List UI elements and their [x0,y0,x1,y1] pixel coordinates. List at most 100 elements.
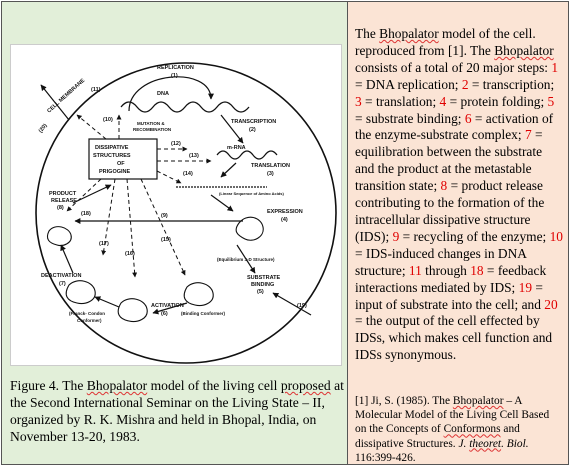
step-number: 11 [408,262,422,278]
description-segment: = protein folding; [446,93,548,109]
description-segment: = feedback interactions mediated by IDS; [355,262,547,295]
description-segment: = transcription; [468,76,555,92]
step-number: 8 [440,178,448,194]
step-8-number: (8) [57,205,64,211]
caption-proposed: proposed [280,378,331,393]
dissipative-structures-box [88,138,158,180]
franck-condon-label-2: Conformer) [77,318,102,323]
step-number: 2 [461,76,469,92]
step-7-number: (7) [59,281,66,287]
expression-label: EXPRESSION [267,209,303,215]
protein-shapes [46,216,264,323]
step-3-number: (3) [267,171,274,177]
replication-arrow [128,76,214,112]
step-number: 20 [544,296,558,312]
label-12: (12) [171,141,181,147]
description-segment: through [421,262,471,278]
activation-arrow [152,302,188,315]
description-segment: = DNA replication; [355,76,462,92]
dissipative-label-3: OF [117,161,125,167]
caption-bhopalator: Bhopalator [86,378,148,393]
step-4-number: (4) [281,217,288,223]
step-number: 10 [549,228,563,244]
step-number: 7 [524,127,532,143]
description-segment: model of the cell. reproduced from [1]. … [355,26,536,58]
reference-segment: . Biol. [501,437,529,450]
label-10: (10) [103,117,113,123]
description-segment: Bhopalator [494,42,554,58]
description-segment: consists of a total of 20 major steps: [355,59,552,75]
step-number: 6 [464,110,472,126]
feedback-arrow-18 [66,178,102,212]
binding-conformer-label: (Binding Conformer) [181,311,225,316]
step-number: 9 [392,228,400,244]
label-16: (16) [125,251,135,257]
mrna-strand [216,150,278,160]
bhopalator-diagram: CELL MEMBRANE (20) REPLICATION (1) DNA (… [10,44,342,366]
step-number: 19 [518,279,533,295]
caption-rest: at the Second International Seminar on t… [10,378,344,444]
release-path-arrow [60,244,74,274]
expression-arrow [210,194,234,212]
step-5-number: (5) [257,289,264,295]
label-15: (15) [161,237,171,243]
feedback-arrow-16 [126,178,138,278]
franck-condon-label: (Franck- Condon [69,311,105,316]
output-arrow-20 [40,84,70,121]
step-number: 4 [439,93,447,109]
reference-segment: – A Molecular Model of the Living Cell B… [355,395,550,436]
reference-segment: 116:399-426. [355,451,416,464]
deactivation-arrow [94,296,120,308]
description-segment: = substrate binding; [355,110,465,126]
translation-label: TRANSLATION [251,163,290,169]
description-segment: = recycling of the enzyme; [399,228,550,244]
label-19: (19) [297,303,307,309]
step-6-number: (6) [161,311,168,317]
feedback-arrow-17 [101,178,116,256]
reference-segment: and dissipative Structures. [355,423,520,450]
description-segment: = activation of the enzyme-substrate com… [355,110,554,143]
description-segment: Bhopalator [379,26,439,41]
step-number: 1 [551,59,559,75]
substrate-binding-label-2: BINDING [251,282,274,288]
bhopalator-diagram-svg: CELL MEMBRANE (20) REPLICATION (1) DNA (… [35,62,337,364]
activation-label: ACTIVATION [151,303,184,309]
figure-panel: CELL MEMBRANE (20) REPLICATION (1) DNA (… [2,2,348,464]
label-9: (9) [161,213,168,219]
step-2-number: (2) [249,127,256,133]
label-13: (13) [189,153,199,159]
reference-segment: theoret [469,437,502,450]
dissipative-label-4: PRIGOGINE [99,169,131,175]
product-release-label-2: RELEASE [51,198,77,204]
substrate-binding-label: SUBSTRATE [247,275,281,281]
feedback-arrow-11 [76,114,107,140]
description-text: The Bhopalator model of the cell. reprod… [355,26,563,364]
recombination-label: RECOMBINATION [133,127,171,132]
reference-text: [1] Ji, S. (1985). The Bhopalator – A Mo… [355,394,563,465]
mrna-label: m-RNA [227,145,246,151]
mutation-label: MUTATION & [137,121,165,126]
transcription-arrow [220,114,244,144]
linear-sequence-label: (Linear Sequence of Amino Acids) [219,191,284,196]
dna-strand [120,101,250,113]
product-release-arrow [72,184,112,204]
label-14: (14) [183,171,193,177]
input-arrow-19 [272,292,312,316]
description-segment: = product release contributing to the fo… [355,178,545,244]
description-segment: The [355,26,380,41]
equilibrium-label: (Equilibrium 3-D Structure) [217,257,275,262]
reference-segment: [1] Ji, S. (1985). The [355,395,453,407]
reference-segment: Conformons [443,423,501,436]
feedback-arrow-15 [140,178,186,276]
caption-prefix: Figure 4. The [10,378,87,393]
step-number: 18 [470,262,484,278]
step-number: 3 [355,93,362,109]
caption-mid: model of the living cell [147,378,281,393]
feedback-arrow-14 [156,170,182,184]
label-18: (18) [81,211,91,217]
reference-segment: J. [458,437,470,450]
label-20: (20) [38,123,49,135]
step-number: 5 [547,93,555,109]
reference-segment: Bhopalator [452,395,504,407]
